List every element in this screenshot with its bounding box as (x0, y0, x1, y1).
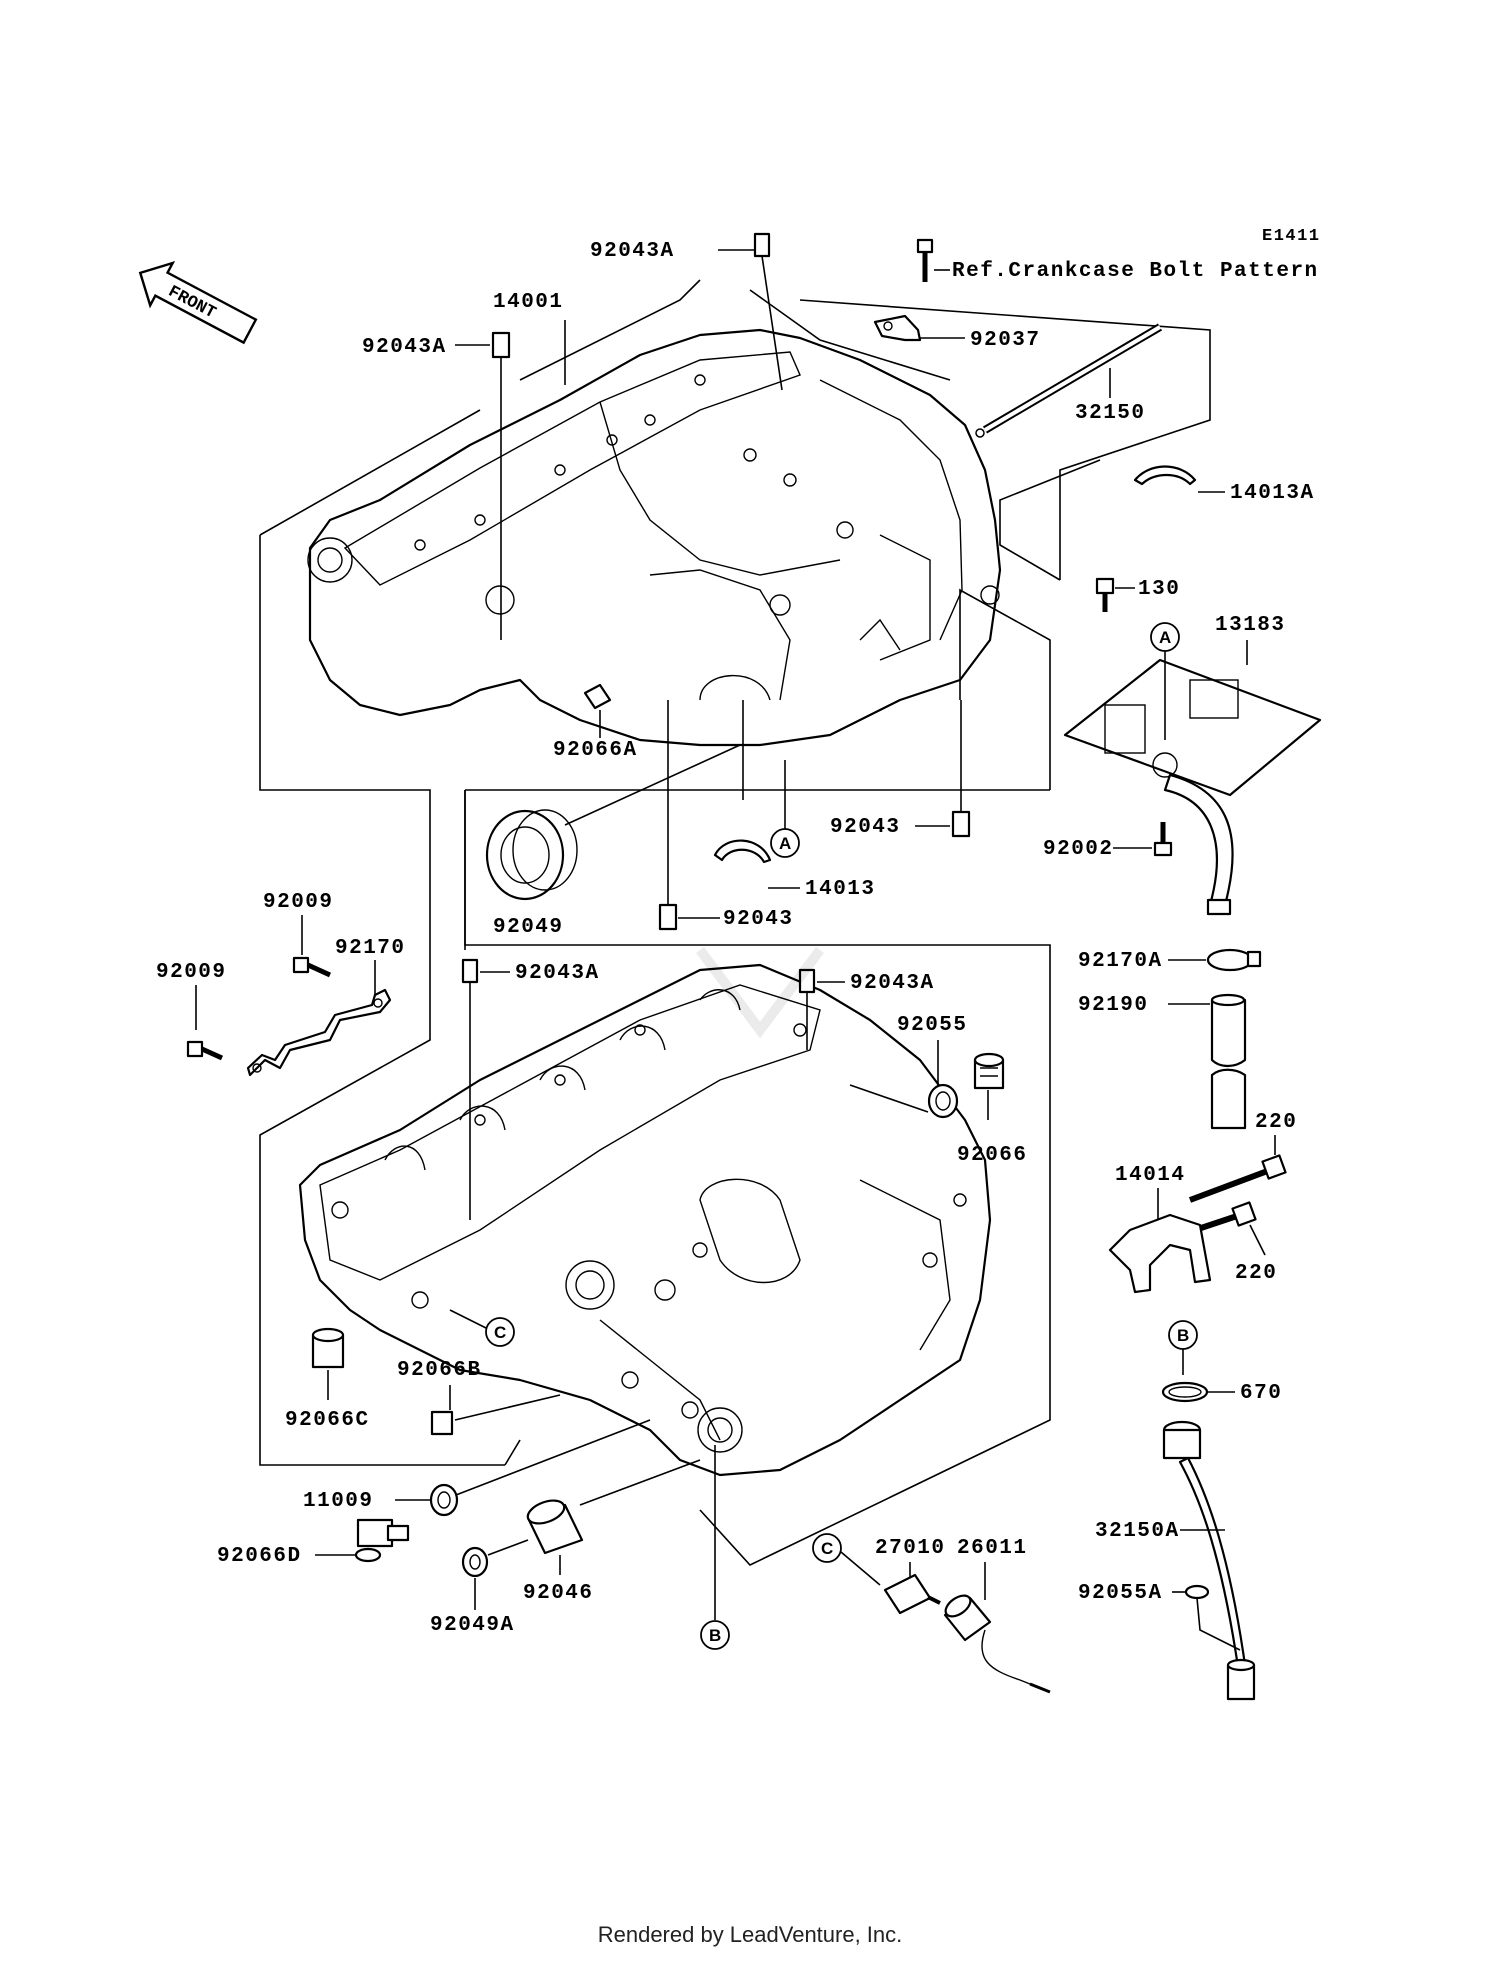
oil-seal-icon (485, 809, 578, 901)
footer-credit: Rendered by LeadVenture, Inc. (597, 1922, 903, 1947)
o-ring-icon (1161, 1381, 1209, 1403)
o-ring-icon (1184, 1584, 1210, 1600)
crankcase-bolt-icon (916, 238, 934, 282)
callout-a-label: A (779, 834, 791, 853)
part-label-92055: 92055 (897, 1014, 968, 1037)
part-label-32150A: 32150A (1095, 1520, 1180, 1543)
bolt-icon (186, 1040, 224, 1061)
part-label-92066: 92066 (957, 1144, 1028, 1167)
washer-icon (429, 1483, 459, 1517)
switch-cap-wire-icon (943, 1594, 1051, 1694)
part-label-92170: 92170 (335, 937, 406, 960)
front-arrow-icon: FRONT (138, 260, 258, 345)
callout-a-label: A (1159, 628, 1171, 647)
part-label-92170A: 92170A (1078, 950, 1163, 973)
watermark-logo (696, 947, 824, 1039)
half-bearing-icon (1133, 465, 1197, 486)
callout-b-label: B (1177, 1326, 1189, 1345)
part-label-92049: 92049 (493, 916, 564, 939)
callout-b-marker: B (1168, 1320, 1198, 1350)
callout-b-label: B (709, 1626, 721, 1645)
diagram-code: E1411 (1262, 227, 1321, 246)
part-label-92066D: 92066D (217, 1545, 302, 1568)
part-label-14001: 14001 (493, 291, 564, 314)
part-label-92049A: 92049A (430, 1614, 515, 1637)
part-label-26011: 26011 (957, 1537, 1028, 1560)
upper-crankcase-14001 (307, 328, 1002, 747)
o-ring-icon (927, 1083, 959, 1119)
dowel-pin-icon (753, 232, 771, 258)
callout-a-marker: A (770, 828, 800, 858)
bush-sleeve-icon (526, 1499, 584, 1555)
part-label-13183: 13183 (1215, 614, 1286, 637)
bracket-icon (873, 314, 922, 342)
dowel-pin-icon (461, 958, 479, 984)
part-label-92043A-lower2: 92043A (850, 972, 935, 995)
part-label-92066A: 92066A (553, 739, 638, 762)
part-label-92043-bottom: 92043 (723, 908, 794, 931)
part-label-92043-right: 92043 (830, 816, 901, 839)
plug-icon (430, 1410, 454, 1436)
callout-b-marker: B (700, 1620, 730, 1650)
plug-icon (311, 1327, 345, 1369)
part-label-92066B: 92066B (397, 1359, 482, 1382)
part-label-92037: 92037 (970, 329, 1041, 352)
mounting-bracket-icon (246, 988, 392, 1077)
bolt-icon (292, 956, 332, 978)
dowel-pin-icon (491, 331, 511, 359)
part-label-670: 670 (1240, 1382, 1282, 1405)
part-label-14013A: 14013A (1230, 482, 1315, 505)
dowel-pin-icon (951, 810, 971, 838)
part-label-220-a: 220 (1255, 1111, 1297, 1134)
callout-c-label: C (494, 1323, 506, 1342)
part-label-92043A-lower1: 92043A (515, 962, 600, 985)
drain-bolt-icon (354, 1518, 410, 1563)
part-label-92046: 92046 (523, 1582, 594, 1605)
callout-c-marker: C (485, 1317, 515, 1347)
seal-ring-icon (461, 1546, 489, 1578)
part-label-27010: 27010 (875, 1537, 946, 1560)
part-label-14013: 14013 (805, 878, 876, 901)
part-label-92043A-left: 92043A (362, 336, 447, 359)
dowel-pin-icon (583, 683, 612, 710)
part-label-92009-b: 92009 (156, 961, 227, 984)
callout-c-label: C (821, 1539, 833, 1558)
half-bearing-icon (713, 839, 772, 864)
part-label-92002: 92002 (1043, 838, 1114, 861)
lower-crankcase (298, 963, 992, 1477)
reference-note: Ref.Crankcase Bolt Pattern (952, 260, 1319, 283)
hose-icon (1210, 993, 1247, 1130)
part-label-92043A-top: 92043A (590, 240, 675, 263)
part-label-130: 130 (1138, 578, 1180, 601)
drain-plug-icon (973, 1052, 1005, 1090)
hose-clamp-icon (1206, 948, 1262, 972)
part-label-14014: 14014 (1115, 1164, 1186, 1187)
callout-a-marker: A (1150, 622, 1180, 652)
part-label-92190: 92190 (1078, 994, 1149, 1017)
shift-fork-icon (1108, 1213, 1212, 1294)
part-label-92066C: 92066C (285, 1409, 370, 1432)
oil-pipe-icon (1162, 1420, 1256, 1701)
part-label-11009: 11009 (303, 1490, 374, 1513)
part-label-92009-a: 92009 (263, 891, 334, 914)
part-label-32150: 32150 (1075, 402, 1146, 425)
oil-pipe-rod-icon (975, 323, 1163, 438)
dowel-pin-icon (658, 903, 678, 931)
part-label-92055A: 92055A (1078, 1582, 1163, 1605)
flange-bolt-icon (1095, 577, 1115, 612)
long-bolt-icon (1188, 1154, 1287, 1203)
bolt-icon (1153, 822, 1173, 857)
callout-c-marker: C (812, 1533, 842, 1563)
oil-strainer-plate-icon (1063, 658, 1322, 916)
part-label-220-b: 220 (1235, 1262, 1277, 1285)
pressure-switch-icon (883, 1573, 941, 1615)
